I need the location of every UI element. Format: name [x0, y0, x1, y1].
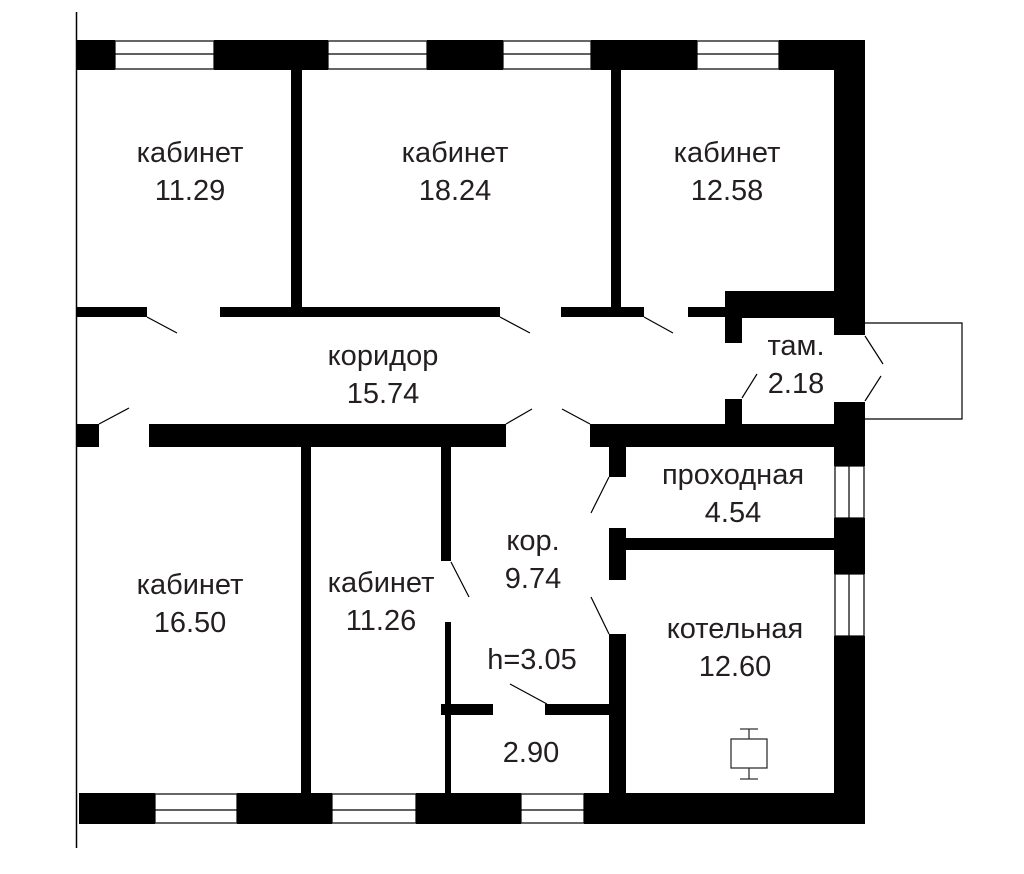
room-label-office-2: кабинет 18.24	[402, 134, 509, 210]
partition	[611, 70, 621, 307]
room-label-office-1: кабинет 11.29	[137, 134, 244, 210]
room-label-corridor-2: кор. 9.74	[505, 522, 561, 598]
ceiling-height: h=3.05	[487, 644, 577, 676]
room-name: котельная	[666, 613, 804, 645]
corridor-doors	[146, 316, 758, 399]
room-area: 15.74	[346, 378, 420, 410]
corridor-wall	[77, 307, 147, 317]
passage-wall	[609, 528, 626, 580]
partition	[441, 447, 451, 561]
door-leaf	[590, 476, 610, 514]
room-name: проходная	[661, 459, 805, 491]
room-name: кабинет	[136, 137, 244, 169]
room-label-passage: проходная 4.54	[662, 456, 804, 532]
room-label-office-3: кабинет 12.58	[674, 134, 781, 210]
porch-outline	[865, 322, 963, 420]
room-area: 4.54	[704, 497, 762, 529]
door-leaf	[590, 596, 610, 635]
corridor-doors-lower	[98, 407, 591, 425]
room-area: 18.24	[418, 175, 492, 207]
room-label-boiler-room: котельная 12.60	[667, 610, 804, 686]
room-area: 16.50	[153, 607, 227, 639]
corridor-wall	[561, 307, 644, 317]
room-label-corridor: коридор 15.74	[328, 337, 439, 413]
room-area: 9.74	[504, 563, 562, 595]
room-label-office-5: кабинет 11.26	[328, 564, 435, 640]
corridor-wall	[590, 424, 835, 447]
room-name: там.	[767, 330, 825, 362]
room-area: 2.90	[502, 737, 560, 769]
corridor-wall	[77, 424, 99, 447]
room-name: кор.	[506, 525, 560, 557]
room-name: кабинет	[401, 137, 509, 169]
room-label-office-4: кабинет 16.50	[137, 566, 244, 642]
room-name: кабинет	[673, 137, 781, 169]
passage-wall	[609, 447, 626, 477]
room-area: 12.60	[698, 651, 772, 683]
partition	[291, 70, 302, 307]
room-area: 12.58	[690, 175, 764, 207]
vestibule-wall	[725, 291, 835, 318]
vestibule-wall	[725, 399, 742, 429]
bottom-windows	[154, 793, 585, 824]
boiler-wall	[609, 634, 626, 795]
room-name: коридор	[327, 340, 439, 372]
room-label-vestibule: там. 2.18	[767, 327, 824, 403]
right-wall	[834, 40, 865, 824]
room-name: кабинет	[136, 569, 244, 601]
partition	[301, 447, 311, 795]
small-room-wall	[545, 704, 613, 715]
top-windows	[114, 40, 780, 70]
bottom-wall	[79, 793, 865, 824]
door-leaf	[450, 561, 470, 598]
entrance-door-leaf	[864, 335, 884, 365]
corridor-wall	[688, 307, 728, 317]
corridor-wall	[149, 424, 506, 447]
vestibule-wall	[725, 291, 742, 343]
small-room-wall	[441, 704, 493, 715]
boiler-symbol-icon	[730, 728, 768, 780]
ceiling-height-label: h=3.05	[487, 641, 577, 679]
passage-wall	[626, 538, 834, 550]
room-area: 11.29	[154, 175, 226, 207]
top-wall	[77, 40, 865, 70]
room-area: 11.26	[345, 605, 417, 637]
room-label-small-room: 2.90	[503, 734, 559, 772]
room-area: 2.18	[767, 368, 825, 400]
door-leaf	[509, 683, 548, 705]
corridor-wall	[220, 307, 500, 317]
entrance-door-leaf	[864, 375, 882, 402]
right-windows	[834, 465, 865, 637]
room-name: кабинет	[327, 567, 435, 599]
